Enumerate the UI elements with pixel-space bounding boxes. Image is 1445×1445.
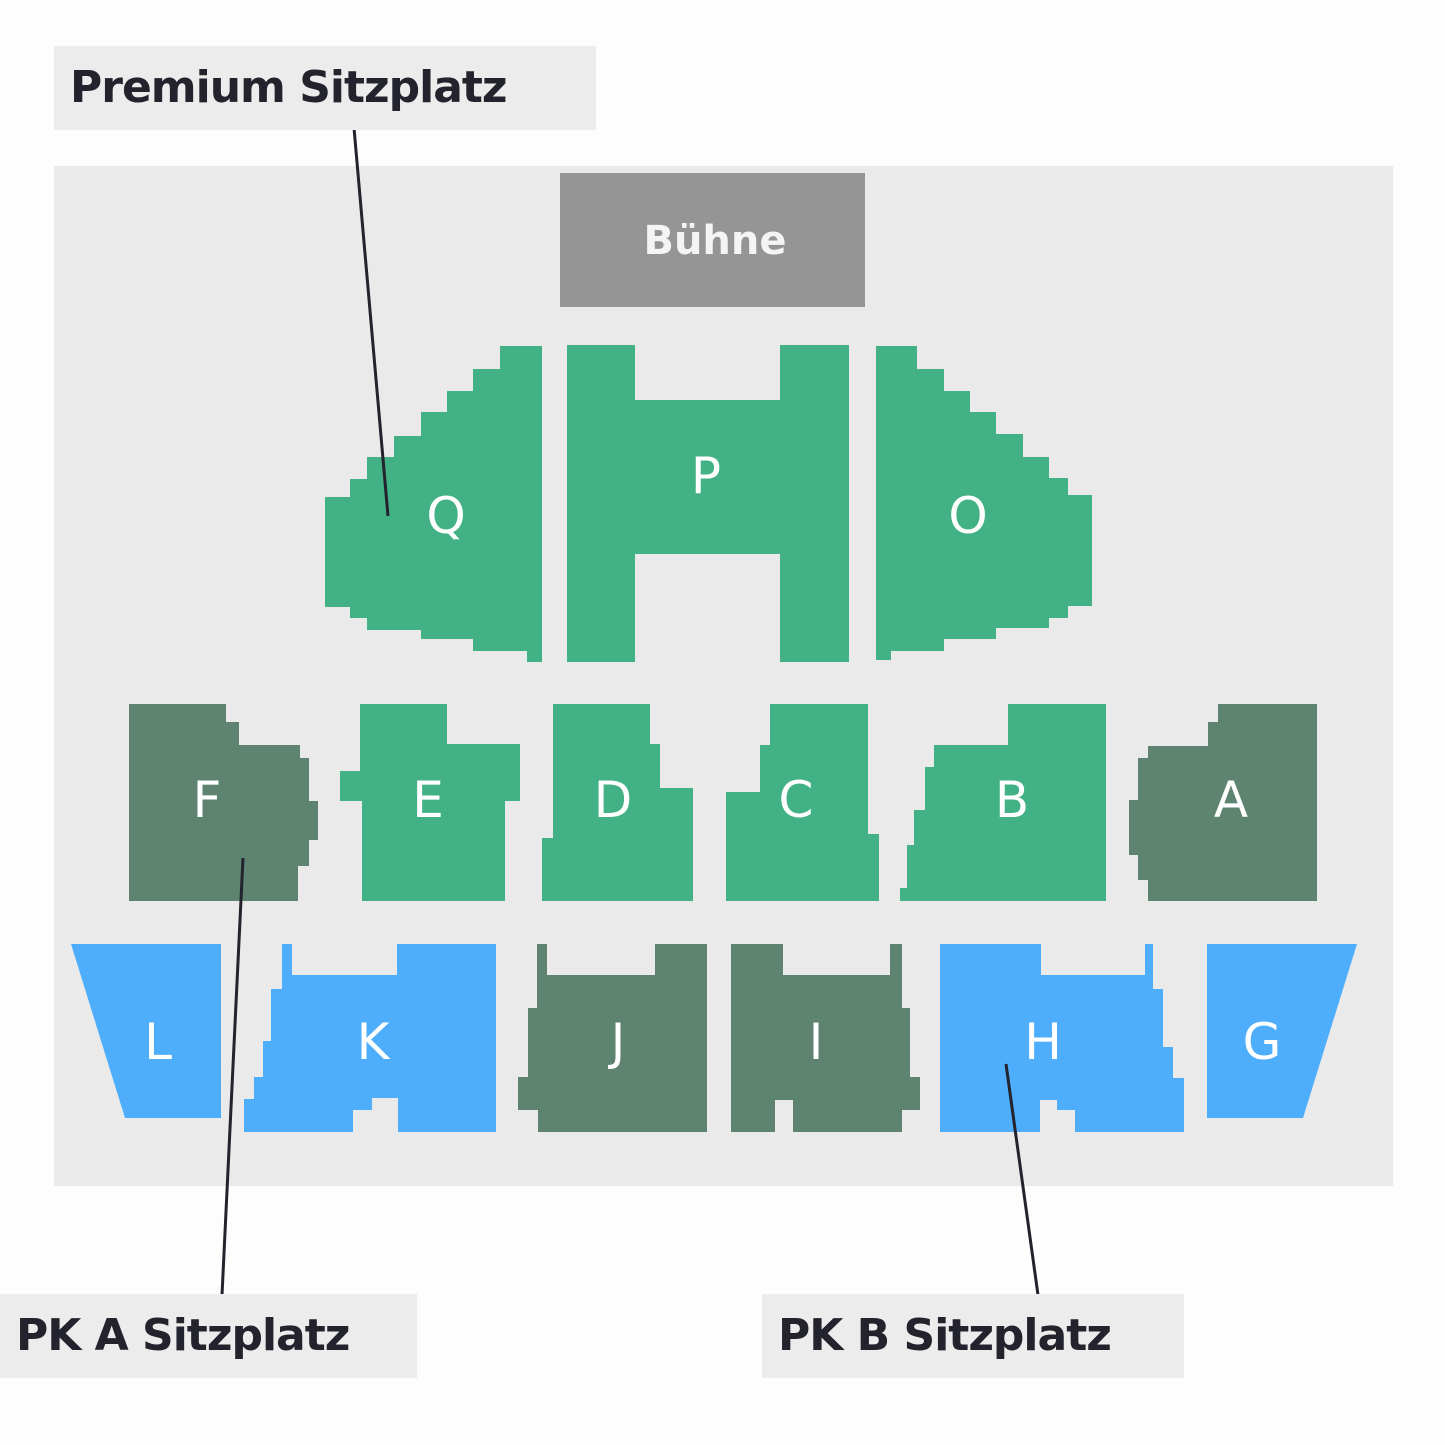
section-l[interactable]: L	[71, 944, 221, 1118]
section-j-label: J	[608, 1013, 626, 1071]
section-p[interactable]: P	[567, 345, 849, 662]
stage-label: Bühne	[643, 218, 786, 264]
pk-b-seat-callout: PK B Sitzplatz	[762, 1294, 1184, 1378]
section-g-shape[interactable]	[1207, 944, 1357, 1118]
section-g-label: G	[1243, 1013, 1282, 1071]
section-d-label: D	[594, 771, 633, 829]
section-k-shape[interactable]	[244, 944, 496, 1132]
section-a[interactable]: A	[1129, 704, 1317, 901]
section-g[interactable]: G	[1207, 944, 1357, 1118]
section-o-shape[interactable]	[876, 346, 1092, 660]
section-o[interactable]: O	[876, 346, 1092, 660]
section-e[interactable]: E	[340, 704, 520, 901]
section-i-shape[interactable]	[731, 944, 920, 1132]
stage-block	[560, 173, 865, 307]
section-h-shape[interactable]	[940, 944, 1184, 1132]
section-c[interactable]: C	[726, 704, 879, 901]
section-j-shape[interactable]	[518, 944, 707, 1132]
section-f-label: F	[193, 771, 222, 829]
section-d-shape[interactable]	[542, 704, 693, 901]
section-q[interactable]: Q	[325, 346, 542, 662]
section-f-shape[interactable]	[129, 704, 318, 901]
section-k[interactable]: K	[244, 944, 496, 1132]
section-l-shape[interactable]	[71, 944, 221, 1118]
callout-line-premium	[352, 127, 390, 517]
section-b-shape[interactable]	[900, 704, 1106, 901]
section-p-shape[interactable]	[567, 345, 849, 662]
stage: Bühne	[560, 173, 865, 307]
section-i-label: I	[809, 1013, 824, 1071]
section-e-shape[interactable]	[340, 704, 520, 901]
section-l-label: L	[144, 1013, 172, 1071]
section-a-shape[interactable]	[1129, 704, 1317, 901]
section-k-label: K	[357, 1013, 391, 1071]
section-h[interactable]: H	[940, 944, 1184, 1132]
section-j[interactable]: J	[518, 944, 707, 1132]
section-f[interactable]: F	[129, 704, 318, 901]
section-c-label: C	[779, 771, 814, 829]
section-o-label: O	[948, 487, 987, 545]
section-d[interactable]: D	[542, 704, 693, 901]
section-e-label: E	[412, 771, 444, 829]
premium-seat-callout: Premium Sitzplatz	[54, 46, 596, 130]
section-i[interactable]: I	[731, 944, 920, 1132]
pk-a-seat-callout: PK A Sitzplatz	[0, 1294, 417, 1378]
section-h-label: H	[1024, 1013, 1062, 1071]
section-q-shape[interactable]	[325, 346, 542, 662]
section-c-shape[interactable]	[726, 704, 879, 901]
section-p-label: P	[691, 447, 721, 505]
section-a-label: A	[1214, 771, 1248, 829]
section-b-label: B	[995, 771, 1029, 829]
section-q-label: Q	[426, 487, 465, 545]
callout-line-pk-a	[220, 857, 245, 1296]
venue-floor	[54, 166, 1393, 1186]
callout-line-pk-b	[1004, 1063, 1040, 1296]
section-b[interactable]: B	[900, 704, 1106, 901]
